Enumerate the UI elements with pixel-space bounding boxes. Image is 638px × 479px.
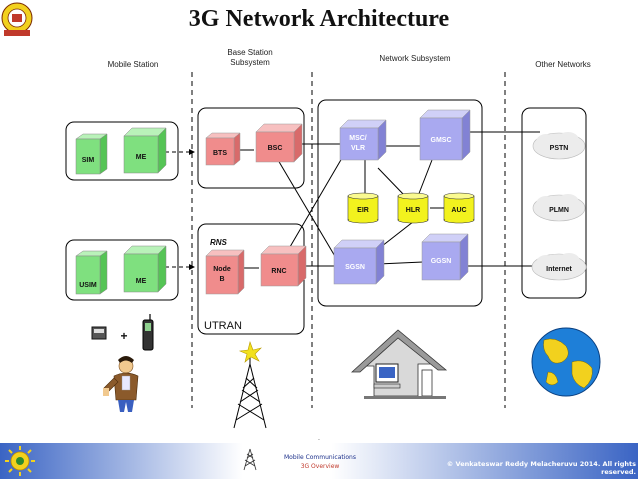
person-on-phone-icon: [103, 356, 139, 412]
rns-label: RNS: [210, 238, 228, 247]
ggsn-label: GGSN: [431, 258, 452, 265]
institution-logo: [1, 2, 33, 36]
eir-label: EIR: [357, 207, 369, 214]
msc-label-line2: VLR: [351, 145, 365, 152]
auc-label: AUC: [451, 207, 466, 214]
usim-node: USIM: [75, 250, 108, 295]
utran-label-bg: [201, 310, 281, 332]
sim-node: SIM: [75, 133, 108, 175]
gmsc-label: GMSC: [431, 137, 452, 144]
bsc-sgsn-link: [277, 159, 337, 259]
node-b-label-line1: Node: [213, 266, 231, 273]
plus-sign: +: [120, 329, 127, 343]
fixed-phone-icon: [91, 326, 107, 340]
auc-node: AUC: [443, 192, 475, 224]
utran-label: UTRAN: [204, 320, 242, 332]
mobile-station-box-bottom: [65, 239, 179, 301]
plmn-cloud: PLMN: [532, 194, 586, 222]
bsc-label: BSC: [268, 145, 283, 152]
me-top-label: ME: [136, 154, 147, 161]
signal-spark-icon: [238, 340, 262, 363]
mobile-station-label: Mobile Station: [107, 60, 159, 69]
hlr-label: HLR: [406, 207, 420, 214]
connections: [165, 131, 540, 270]
node-b-label-line2: B: [219, 276, 224, 283]
me-bottom-label: ME: [136, 278, 147, 285]
msc-vlr-node: MSC/ VLR: [339, 119, 387, 161]
small-dot-mark: .: [318, 435, 320, 442]
globe-icon: [531, 327, 601, 397]
house-computer-icon: [350, 329, 448, 399]
column-dividers: [191, 72, 506, 408]
me-top-node: ME: [123, 127, 167, 174]
gmsc-hlr-link: [417, 159, 433, 197]
sgsn-node: SGSN: [333, 239, 385, 285]
other-networks-label: Other Networks: [535, 60, 591, 69]
bts-node: BTS: [205, 132, 241, 166]
bss-box: [197, 107, 305, 189]
plmn-label: PLMN: [549, 207, 569, 214]
mobile-phone-icon: [142, 314, 154, 351]
rnc-msc-link: [286, 157, 343, 253]
me-bottom-node: ME: [123, 245, 167, 293]
eir-node: EIR: [347, 192, 379, 224]
mobile-station-box-top: [65, 121, 179, 181]
network-subsystem-label: Network Subsystem: [379, 54, 451, 63]
msc-label-line1: MSC/: [349, 135, 367, 142]
msc-hlr-link: [377, 167, 406, 197]
footer-copyright: © Venkateswar Reddy Melacheruvu 2014. Al…: [446, 460, 636, 476]
page-title: 3G Network Architecture: [188, 6, 450, 32]
pstn-cloud: PSTN: [532, 132, 586, 160]
pstn-label: PSTN: [550, 145, 569, 152]
sgsn-ggsn-link: [377, 261, 424, 265]
network-subsystem-box: [317, 99, 483, 307]
internet-label: Internet: [546, 266, 572, 273]
antenna-tower-icon: [233, 352, 267, 429]
internet-cloud: Internet: [531, 253, 587, 281]
sgsn-label: SGSN: [345, 264, 365, 271]
ggsn-node: GGSN: [421, 233, 469, 281]
footer-bar: [0, 443, 638, 479]
usim-label: USIM: [79, 282, 97, 289]
hlr-node: HLR: [397, 192, 429, 224]
bsc-node: BSC: [255, 123, 303, 163]
gmsc-node: GMSC: [419, 109, 471, 161]
rnc-node: RNC: [260, 245, 307, 287]
rnc-label: RNC: [271, 268, 286, 275]
other-networks-box: [521, 107, 587, 299]
bts-label: BTS: [213, 150, 227, 157]
sim-label: SIM: [82, 157, 95, 164]
footer-course-title: Mobile Communications 3G Overview: [283, 454, 356, 470]
node-b-node: Node B: [205, 249, 245, 295]
